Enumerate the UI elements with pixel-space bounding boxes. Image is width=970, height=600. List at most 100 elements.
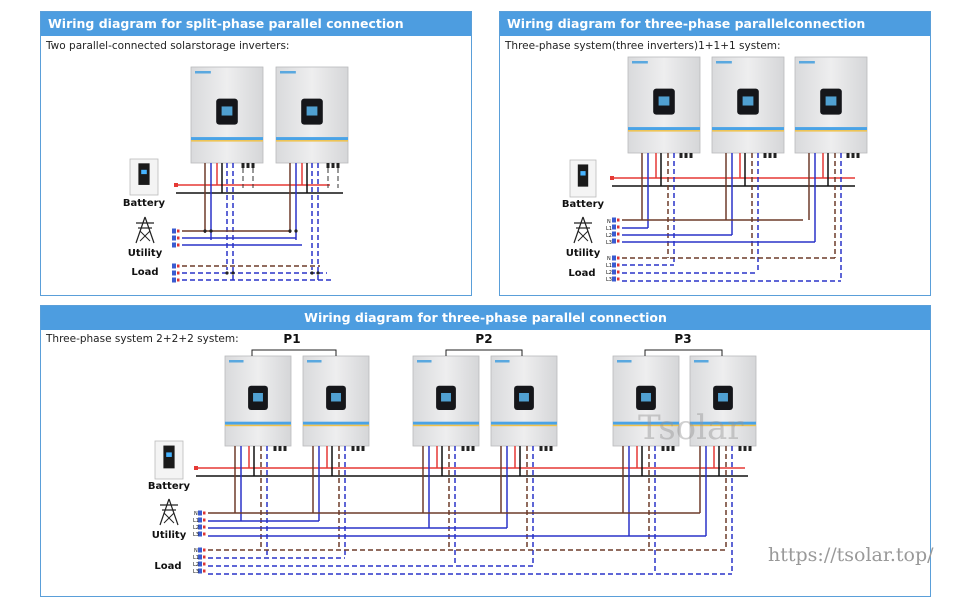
inverter-logo (280, 71, 296, 74)
inverter-stripe-accent (413, 424, 479, 427)
tower-leg (573, 216, 584, 244)
panel2-comm-terminal (679, 153, 683, 158)
panel2-comm-terminal (773, 153, 777, 158)
inverter-logo (307, 360, 322, 363)
panel1-junction (231, 271, 235, 275)
inverter-stripe-accent (628, 130, 700, 132)
inverters (190, 56, 868, 447)
panel1-load-terminals (172, 263, 176, 269)
terminal-pin (203, 548, 206, 552)
panel2-load-terminals (612, 262, 616, 268)
panel1-utility-terminals (172, 242, 176, 248)
panel2-comm-terminal (689, 153, 693, 158)
tower-leg (159, 498, 170, 526)
inverter-stripe-accent (303, 424, 369, 427)
inverter-stripe-accent (491, 424, 557, 427)
panel3-group-bracket (644, 349, 723, 356)
inverter-stripe-accent (712, 130, 784, 132)
inverter-stripe (690, 421, 756, 425)
panel2-inverter-3 (794, 56, 868, 154)
panel2-line-n-load: N (607, 256, 611, 262)
terminal-pin (617, 225, 620, 229)
panel3-load-terminals (198, 561, 202, 567)
panel2-utility-terminals (612, 231, 616, 237)
panel2-utility-label: Utility (566, 248, 601, 259)
panel2-comm-terminal (851, 153, 855, 158)
terminal-pin (617, 256, 620, 260)
terminal-pin (177, 236, 180, 240)
panel3-comm-terminal (549, 446, 553, 451)
panel2-comm-terminal (763, 153, 767, 158)
panel3-inverter-5 (612, 355, 680, 447)
terminal-pin (203, 562, 206, 566)
group-p2-label: P2 (475, 332, 492, 346)
panel-split-phase-title: Wiring diagram for split-phase parallel … (41, 12, 471, 36)
panel3-inverter-2 (302, 355, 370, 447)
inverter-screen-digits (519, 392, 529, 402)
panel3-inverter-1 (224, 355, 292, 447)
inverter-stripe (795, 127, 867, 131)
terminal-pin (203, 569, 206, 573)
battery-led (141, 169, 147, 175)
terminal-pin (177, 243, 180, 247)
panel3-inverter-4 (490, 355, 558, 447)
inverter-stripe (303, 421, 369, 425)
panel1-junction (209, 229, 213, 233)
panel3-comm-terminal (671, 446, 675, 451)
group-p1-label: P1 (283, 332, 300, 346)
panel3-comm-terminal (461, 446, 465, 451)
panel3-comm-terminal (544, 446, 548, 451)
panel-three-phase-111-title: Wiring diagram for three-phase parallelc… (500, 12, 930, 36)
panel3-line-l1-utility: L1 (193, 518, 199, 524)
inverter-logo (195, 71, 211, 74)
panel2-line-l2-load: L2 (606, 270, 612, 276)
inverter-screen-digits (306, 106, 318, 116)
inverter-logo (417, 360, 432, 363)
panel1-dc-terminal (174, 183, 178, 187)
terminal-pin (617, 277, 620, 281)
panel1-junction (225, 271, 229, 275)
inverter-stripe-accent (690, 424, 756, 427)
wires (172, 153, 860, 575)
panel1-utility-terminals (172, 228, 176, 234)
inverter-stripe-accent (191, 140, 263, 142)
panel1-inverter-1 (190, 66, 264, 164)
panel3-comm-terminal (356, 446, 360, 451)
panel3-comm-terminal (471, 446, 475, 451)
panel2-battery-icon (569, 159, 597, 198)
panel2-utility-tower-icon (573, 216, 593, 244)
inverter-screen-digits (658, 96, 670, 106)
tower-leg (135, 216, 146, 244)
terminal-pin (177, 271, 180, 275)
inverter-logo (716, 61, 732, 64)
panel2-load-terminals (612, 255, 616, 261)
panel3-comm-terminal (539, 446, 543, 451)
panel3-battery-icon (154, 440, 184, 480)
terminal-pin (177, 264, 180, 268)
panel2-dc-terminal (610, 176, 614, 180)
panel2-utility-terminals (612, 224, 616, 230)
panel3-load-terminals (198, 547, 202, 553)
panel3-comm-terminal (466, 446, 470, 451)
inverter-logo (632, 61, 648, 64)
inverter-logo (617, 360, 632, 363)
tower-leg (168, 498, 179, 526)
tower-brace (163, 512, 175, 524)
tower-brace (139, 230, 151, 242)
inverter-stripe (628, 127, 700, 131)
inverter-logo (229, 360, 244, 363)
panel1-junction (310, 271, 314, 275)
inverter-screen-digits (742, 96, 754, 106)
panel-three-phase-222: Wiring diagram for three-phase parallel … (40, 305, 931, 597)
watermark-text: Tsolar (638, 408, 744, 448)
panel1-comm-terminal (336, 163, 340, 168)
panel2-load-terminals (612, 276, 616, 282)
panel3-line-l2-utility: L2 (193, 525, 199, 531)
panel1-load-terminals (172, 277, 176, 283)
inverter-stripe (276, 137, 348, 141)
panel1-battery-label: Battery (123, 198, 166, 209)
panel2-load-label: Load (568, 268, 595, 279)
panel2-line-l2-utility: L2 (606, 233, 612, 239)
panel3-comm-terminal (351, 446, 355, 451)
